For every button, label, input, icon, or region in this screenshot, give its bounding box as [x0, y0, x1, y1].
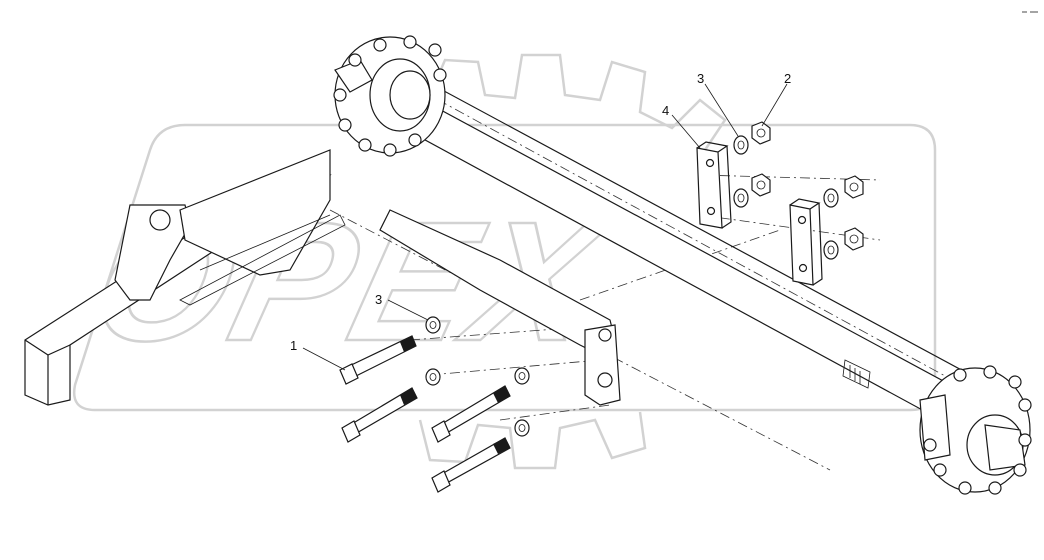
callout-4: 4	[662, 103, 669, 118]
right-wheel-hub	[919, 365, 1032, 495]
callout-3-lower: 3	[375, 292, 382, 307]
lower-washer-group	[425, 316, 530, 437]
hex-nut	[751, 173, 771, 197]
washer	[425, 316, 441, 334]
bolt	[341, 387, 418, 443]
hex-nut	[844, 175, 864, 199]
upper-fastener-group	[733, 121, 864, 260]
callout-labels: 1 2 3 3 4	[290, 71, 791, 353]
washer	[514, 419, 530, 437]
washer	[425, 368, 441, 386]
bolt-group	[339, 335, 511, 493]
clamp-plate	[789, 198, 823, 286]
callout-2: 2	[784, 71, 791, 86]
washer	[733, 188, 749, 208]
bolt	[431, 385, 511, 443]
hex-nut	[844, 227, 864, 251]
washer	[823, 188, 839, 208]
bolt	[431, 437, 511, 493]
washer	[823, 240, 839, 260]
washer	[514, 367, 530, 385]
hex-nut	[751, 121, 771, 145]
left-wheel-hub	[333, 35, 447, 157]
callout-1: 1	[290, 338, 297, 353]
callout-3-upper: 3	[697, 71, 704, 86]
clamp-plate-group	[696, 141, 823, 286]
callout-leaders	[302, 83, 788, 371]
clamp-plate	[696, 141, 732, 229]
bolt	[339, 335, 417, 385]
washer	[733, 135, 749, 155]
frame-structure	[24, 149, 621, 406]
